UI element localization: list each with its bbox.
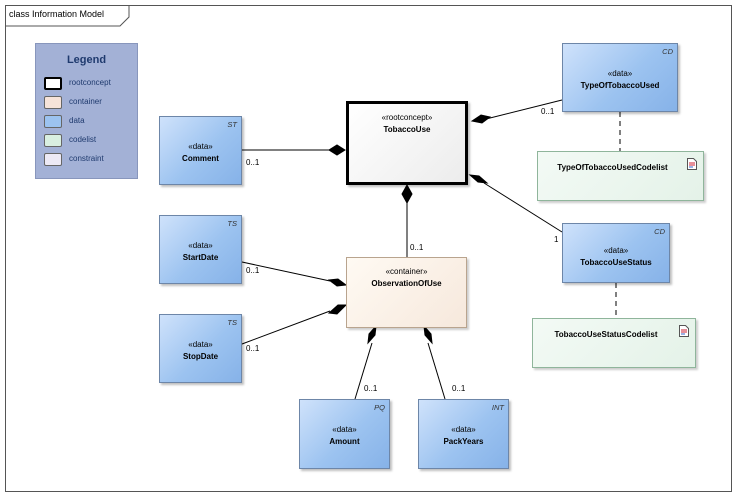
legend-label-constraint: constraint	[69, 154, 104, 163]
multiplicity-tobacco-use-status: 1	[554, 235, 559, 244]
start-date-type: TS	[227, 219, 237, 228]
legend-label-data: data	[69, 116, 85, 125]
comment-stereotype: «data»	[188, 142, 213, 151]
comment-name: Comment	[182, 154, 219, 163]
legend-swatch-container	[44, 96, 62, 109]
start-date-stereotype: «data»	[188, 241, 213, 250]
legend-swatch-constraint	[44, 153, 62, 166]
type-of-tobacco-used-stereotype: «data»	[607, 69, 633, 78]
start-date-name: StartDate	[182, 253, 219, 262]
observation-diamond	[401, 183, 413, 205]
stop-date-diamond	[327, 304, 348, 315]
class-amount[interactable]: PQ «data» Amount	[299, 399, 390, 469]
stop-date-stereotype: «data»	[188, 340, 213, 349]
multiplicity-type-of-tobacco-used: 0..1	[541, 107, 555, 116]
multiplicity-pack-years: 0..1	[452, 384, 466, 393]
type-of-tobacco-used-codelist-name: TypeOfTobaccoUsedCodelist	[557, 163, 668, 172]
class-tobacco-use-status-codelist[interactable]: TobaccoUseStatusCodelist	[532, 318, 696, 368]
start-date-diamond	[327, 278, 348, 287]
legend-swatch-codelist	[44, 134, 62, 147]
class-observation-of-use[interactable]: «container» ObservationOfUse	[346, 257, 467, 328]
type-of-tobacco-used-type: CD	[662, 47, 673, 56]
diagram-frame	[5, 5, 732, 492]
tobacco-use-status-name: TobaccoUseStatus	[580, 258, 652, 267]
multiplicity-amount: 0..1	[364, 384, 378, 393]
tobacco-use-stereotype: «rootconcept»	[381, 113, 433, 122]
type-of-tobacco-used-name: TypeOfTobaccoUsed	[580, 81, 660, 90]
multiplicity-stop-date: 0..1	[246, 344, 260, 353]
type-of-tobacco-association	[485, 99, 563, 120]
legend-swatch-rootconcept	[44, 77, 62, 90]
legend-label-codelist: codelist	[69, 135, 97, 144]
legend-swatch-data	[44, 115, 62, 128]
type-of-tobacco-diamond	[470, 114, 492, 124]
legend: Legend rootconcept container data codeli…	[35, 43, 138, 179]
amount-diamond	[367, 324, 377, 345]
class-type-of-tobacco-used-codelist[interactable]: TypeOfTobaccoUsedCodelist	[537, 151, 704, 201]
class-tobacco-use[interactable]: «rootconcept» TobaccoUse	[346, 101, 468, 185]
diagram-title-tab	[5, 5, 130, 27]
pack-years-name: PackYears	[443, 437, 484, 446]
class-comment[interactable]: ST «data» Comment	[159, 116, 242, 185]
legend-label-rootconcept: rootconcept	[69, 78, 111, 87]
observation-of-use-stereotype: «container»	[385, 267, 428, 276]
amount-stereotype: «data»	[332, 425, 357, 434]
pack-years-type: INT	[491, 403, 504, 412]
class-stop-date[interactable]: TS «data» StopDate	[159, 314, 242, 383]
observation-of-use-name: ObservationOfUse	[371, 279, 442, 288]
class-type-of-tobacco-used[interactable]: CD «data» TypeOfTobaccoUsed	[562, 43, 678, 112]
multiplicity-observation-of-use: 0..1	[410, 243, 424, 252]
tobacco-use-status-codelist-name: TobaccoUseStatusCodelist	[554, 330, 658, 339]
stop-date-association	[241, 310, 331, 345]
class-pack-years[interactable]: INT «data» PackYears	[418, 399, 509, 469]
tobacco-use-status-association	[483, 182, 563, 233]
codelist-document-icon	[687, 158, 697, 170]
tobacco-use-status-type: CD	[654, 227, 665, 236]
class-tobacco-use-status[interactable]: CD «data» TobaccoUseStatus	[562, 223, 670, 283]
tobacco-use-status-stereotype: «data»	[603, 246, 629, 255]
start-date-association	[241, 261, 331, 282]
tobacco-use-status-diamond	[468, 174, 489, 184]
tobacco-use-name: TobaccoUse	[383, 125, 431, 134]
pack-years-diamond	[423, 324, 433, 345]
legend-title: Legend	[66, 54, 107, 66]
amount-type: PQ	[374, 403, 385, 412]
stop-date-name: StopDate	[182, 352, 219, 361]
amount-name: Amount	[329, 437, 360, 446]
multiplicity-comment: 0..1	[246, 158, 260, 167]
pack-years-association	[427, 342, 446, 400]
stop-date-type: TS	[227, 318, 237, 327]
comment-type: ST	[227, 120, 237, 129]
multiplicity-start-date: 0..1	[246, 266, 260, 275]
codelist-document-icon	[679, 325, 689, 337]
pack-years-stereotype: «data»	[451, 425, 476, 434]
legend-label-container: container	[69, 97, 102, 106]
diagram-title: class Information Model	[9, 9, 105, 19]
amount-association	[354, 342, 373, 400]
class-start-date[interactable]: TS «data» StartDate	[159, 215, 242, 284]
comment-diamond	[328, 144, 346, 156]
